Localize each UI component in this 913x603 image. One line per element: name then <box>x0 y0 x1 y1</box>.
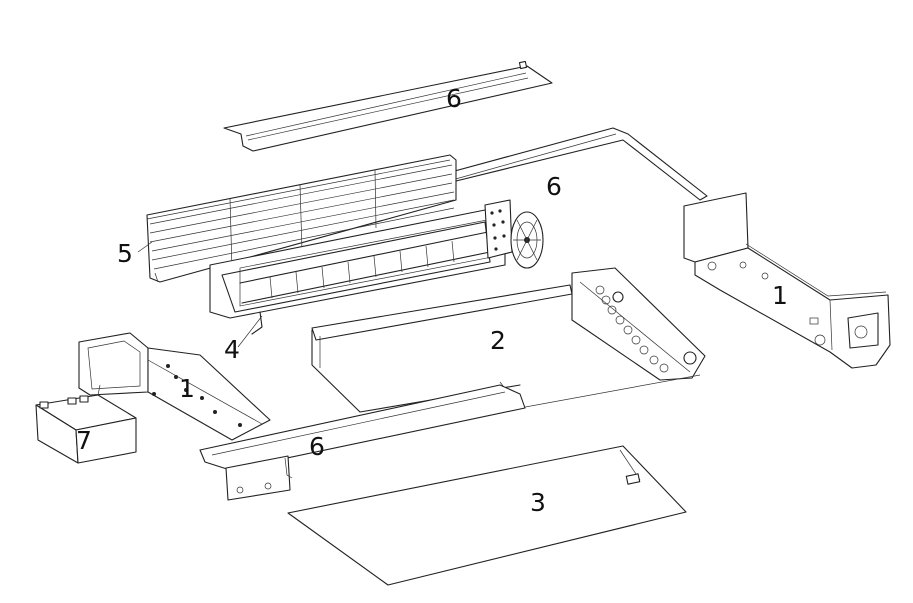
part-side-left <box>78 332 271 441</box>
part-bottom-cover <box>287 445 687 586</box>
callout-side-right: 1 <box>772 281 788 310</box>
part-side-right <box>683 192 891 369</box>
leader-lines <box>137 241 263 348</box>
part-front-panel <box>199 384 526 501</box>
callout-coil: 2 <box>490 326 506 355</box>
part-fan <box>209 199 544 335</box>
part-control-box <box>35 384 137 464</box>
part-filter <box>146 154 457 283</box>
callout-filter: 5 <box>117 239 133 268</box>
part-rear-panel <box>439 127 708 201</box>
callout-top-cover: 6 <box>446 84 462 113</box>
callout-front-panel: 6 <box>309 432 325 461</box>
callout-side-left: 1 <box>179 374 195 403</box>
callout-rear-panel: 6 <box>546 172 562 201</box>
part-top-cover <box>223 60 553 152</box>
callout-fan: 4 <box>224 335 240 364</box>
callout-control-box: 7 <box>76 426 92 455</box>
callout-bottom-cover: 3 <box>530 488 546 517</box>
